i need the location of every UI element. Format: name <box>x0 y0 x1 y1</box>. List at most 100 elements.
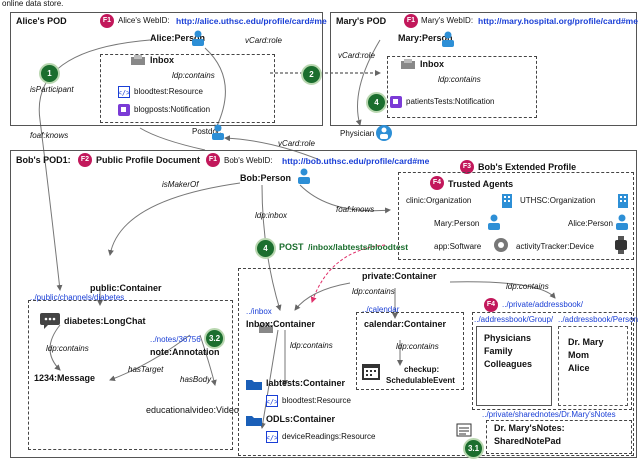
clinic-building-icon <box>502 194 512 208</box>
step-3-1-badge: 3.1 <box>463 438 484 459</box>
edge-vcard-role-bob <box>224 135 321 161</box>
trusted-agent-mary: Mary:Person <box>434 219 480 228</box>
checkup-line2: SchedulableEvent <box>386 376 455 385</box>
edge-private-inbox <box>294 282 351 311</box>
sharednotes-line2: SharedNotePad <box>494 436 562 446</box>
calendar-icon <box>362 364 380 380</box>
alice-webid-url[interactable]: http://alice.uthsc.edu/profile/card#me <box>176 16 327 26</box>
calendar-box <box>356 312 464 390</box>
odls-container: ODLs:Container <box>266 414 336 424</box>
bob-f2-badge: F2 <box>78 153 92 167</box>
group-colleagues: Colleagues <box>484 359 533 369</box>
public-ldp-contains: ldp:contains <box>46 344 89 353</box>
edge-vcard-role-mary <box>355 39 381 126</box>
trusted-agents-box <box>398 172 634 260</box>
calendar-container: calendar:Container <box>364 319 447 329</box>
mary-ldp-contains: ldp:contains <box>438 75 481 84</box>
mary-inbox-container <box>387 56 537 118</box>
trusted-mary-icon <box>488 214 500 230</box>
alice-person: Alice:Person <box>150 33 206 43</box>
alice-notification-icon <box>118 104 130 116</box>
inbox-path: ../inbox <box>246 307 272 316</box>
bob-person: Bob:Person <box>240 173 292 183</box>
mary-person: Mary:Person <box>398 33 453 43</box>
ldp-inbox-label: ldp:inbox <box>255 211 288 220</box>
trusted-agent-app: app:Software <box>434 242 482 251</box>
alice-person-icon <box>192 30 204 46</box>
edge-private-addressbook <box>449 281 556 299</box>
public-container-box <box>28 300 233 450</box>
calendar-path: ../calendar <box>362 305 400 314</box>
trusted-agent-uthsc: UTHSC:Organization <box>520 196 596 205</box>
mary-inbox-label: Inbox <box>420 59 444 69</box>
post-method: POST <box>279 242 304 252</box>
bob-f1-badge: F1 <box>206 153 220 167</box>
notes-path: ../notes/36756 <box>150 335 201 344</box>
mary-webid-url[interactable]: http://mary.hospital.org/profile/card#me <box>478 16 638 26</box>
bloodtest-resource: bloodtest:Resource <box>282 396 351 405</box>
uthsc-building-icon <box>618 194 628 208</box>
alice-f1-badge: F1 <box>100 14 114 28</box>
public-profile-document: Public Profile Document <box>96 155 201 165</box>
labtests-folder-icon <box>246 380 262 390</box>
svg-text:</>: </> <box>118 89 130 97</box>
edge-has-body <box>199 334 217 386</box>
public-channels-path: ../public/channels/diabetes <box>30 293 125 302</box>
svg-text:</>: </> <box>266 434 278 442</box>
notepad-icon <box>456 423 472 437</box>
sharednotes-path: ../private/sharednotes/Dr.Mary'sNotes <box>482 410 616 419</box>
trusted-agent-clinic: clinic:Organization <box>406 196 472 205</box>
caption-fragment: online data store. <box>2 0 64 8</box>
device-readings-resource: deviceReadings:Resource <box>282 432 376 441</box>
edge-foaf-knows-trusted <box>299 184 391 214</box>
addressbook-box <box>472 312 632 410</box>
bob-person-icon <box>298 168 310 184</box>
group-family: Family <box>484 346 513 356</box>
mary-pod-title: Mary's POD <box>336 16 387 26</box>
physician-icon <box>376 125 392 141</box>
group-path: ../addressbook/Group/ <box>474 315 554 324</box>
is-participant-label: isParticipant <box>30 85 74 94</box>
step-2-badge: 2 <box>301 64 322 85</box>
mary-patients-tests-notification: patientsTests:Notification <box>406 97 495 106</box>
bob-webid-label: Bob's WebID: <box>224 156 273 165</box>
edge-post-bloodtest <box>310 244 386 303</box>
alice-inbox-container <box>100 54 275 123</box>
trusted-f4-badge: F4 <box>430 176 444 190</box>
step-4-mary-badge: 4 <box>366 92 387 113</box>
person-alice: Alice <box>568 363 590 373</box>
bob-webid-url[interactable]: http://bob.uthsc.edu/profile/card#me <box>282 156 430 166</box>
has-body-label: hasBody <box>180 375 212 384</box>
alice-inbox-icon <box>131 55 145 65</box>
mary-notification-icon <box>390 96 402 108</box>
labtests-container: labtests:Container <box>266 378 346 388</box>
inbox-container: Inbox:Container <box>246 319 315 329</box>
educational-video: educationalvideo:Video <box>146 405 239 415</box>
alice-pod-title: Alice's POD <box>16 16 67 26</box>
chat-icon <box>40 313 60 329</box>
edge-inbox-odls <box>259 329 279 429</box>
edge-is-participant <box>38 39 151 291</box>
note-annotation: note:Annotation <box>150 347 220 357</box>
sharednotes-box <box>486 420 632 454</box>
post-path: /inbox/labtests/bloodtest <box>308 242 409 252</box>
group-physicians: Physicians <box>484 333 532 343</box>
device-readings-icon: </> <box>266 431 278 443</box>
has-target-label: hasTarget <box>128 365 164 374</box>
trusted-agent-activity-tracker: activityTracker:Device <box>516 242 594 251</box>
private-container: private:Container <box>362 271 437 281</box>
edge-longchat-message <box>49 324 61 371</box>
edge-foaf-knows <box>139 127 206 151</box>
person-box <box>558 326 628 406</box>
step-3-2-badge: 3.2 <box>204 328 225 349</box>
is-maker-of-label: isMakerOf <box>162 180 199 189</box>
addressbook-path: ../private/addressbook/ <box>502 300 583 309</box>
addressbook-f4-badge: F4 <box>484 298 498 312</box>
diabetes-longchat: diabetes:LongChat <box>64 316 146 326</box>
calendar-ldp-contains: ldp:contains <box>396 342 439 351</box>
foaf-knows-alice: foaf:knows <box>30 131 69 140</box>
foaf-knows-trusted-label: foaf:knows <box>336 205 375 214</box>
message-1234: 1234:Message <box>34 373 96 383</box>
watch-icon <box>615 236 627 254</box>
